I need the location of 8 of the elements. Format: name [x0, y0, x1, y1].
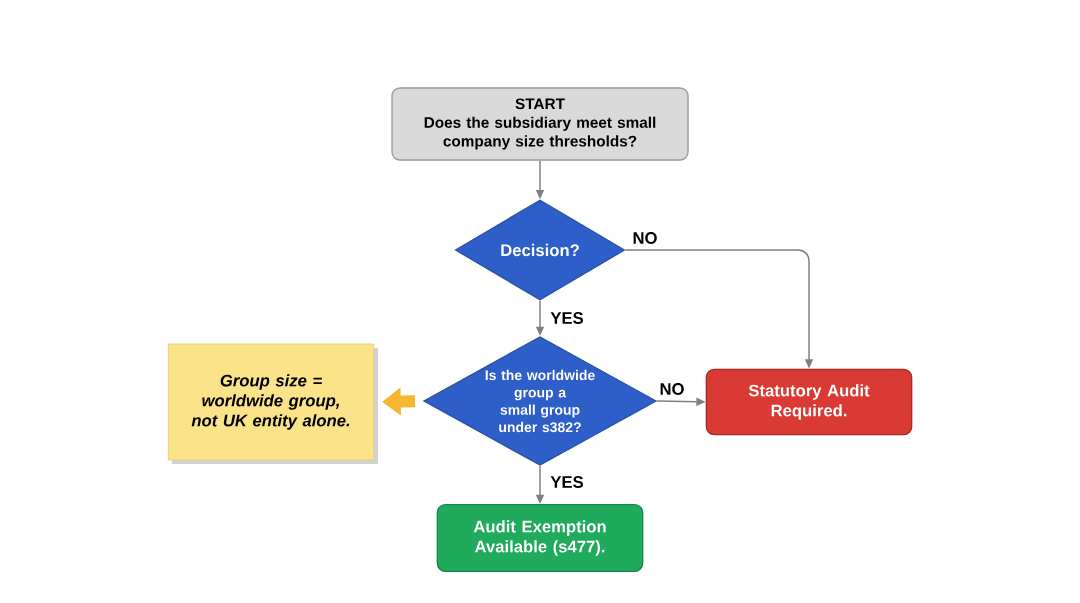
process-box: Statutory Audit Required. [705, 368, 913, 436]
edge-label: NO [657, 381, 687, 397]
edge-label: YES [548, 310, 586, 326]
start-box: START Does the subsidiary meet small company size thresholds? [391, 87, 689, 161]
edge-label: YES [548, 474, 586, 490]
note-box: Group size = worldwide group, not UK entity alone. [167, 343, 378, 464]
edge-label: NO [630, 230, 660, 246]
process-box: Audit Exemption Available (s477). [436, 504, 644, 572]
